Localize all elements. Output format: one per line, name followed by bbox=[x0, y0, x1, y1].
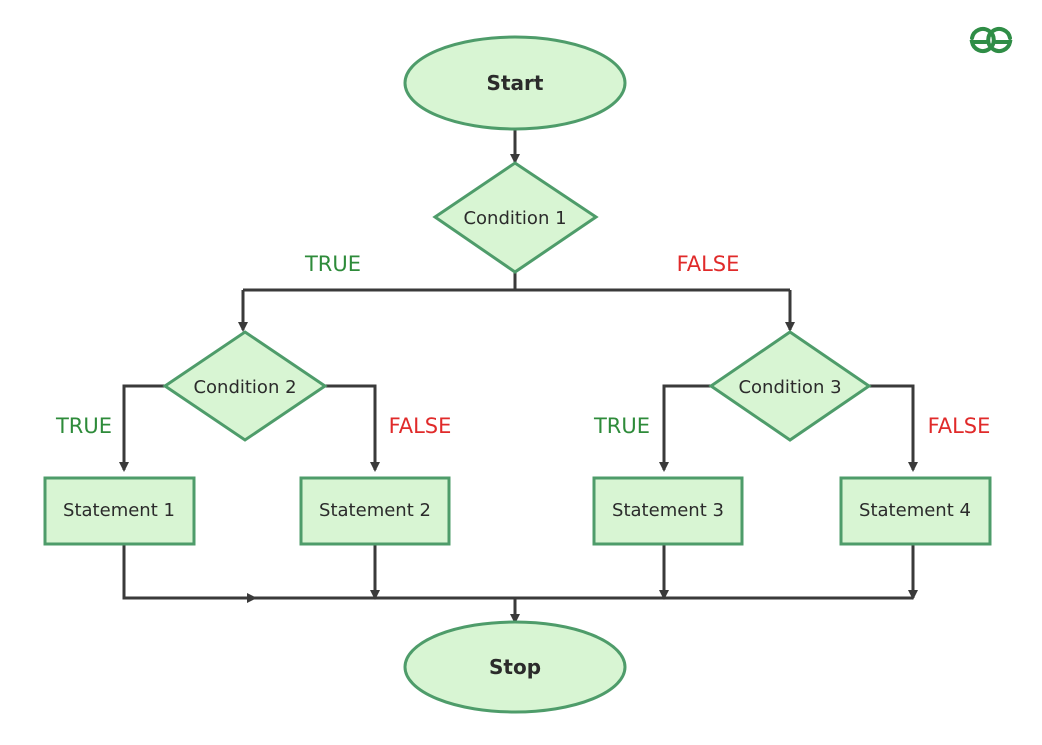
condition2-true-label: TRUE bbox=[55, 414, 112, 438]
condition3-label: Condition 3 bbox=[738, 377, 841, 398]
connector-condition2-to-statement2 bbox=[322, 384, 380, 472]
start-node: Start bbox=[403, 35, 627, 131]
statement4-label: Statement 4 bbox=[859, 500, 971, 521]
connector-condition2-to-statement1 bbox=[119, 384, 167, 472]
stop-node: Stop bbox=[403, 620, 627, 714]
statement1-label: Statement 1 bbox=[63, 500, 175, 521]
statement3-label: Statement 3 bbox=[612, 500, 724, 521]
statement1-node: Statement 1 bbox=[43, 476, 196, 546]
connector-condition3-to-statement4 bbox=[867, 384, 918, 472]
geeksforgeeks-logo: GG bbox=[969, 27, 1013, 53]
condition2-node: Condition 2 bbox=[162, 330, 328, 442]
condition2-label: Condition 2 bbox=[193, 377, 296, 398]
condition3-node: Condition 3 bbox=[708, 330, 872, 442]
logo-text: GG bbox=[991, 39, 993, 41]
connectors bbox=[119, 129, 918, 624]
statement4-node: Statement 4 bbox=[839, 476, 992, 546]
condition1-node: Condition 1 bbox=[432, 161, 599, 274]
connector-statement1-to-merge bbox=[122, 545, 257, 603]
start-label: Start bbox=[487, 71, 544, 95]
condition1-label: Condition 1 bbox=[463, 208, 566, 229]
connector-condition3-to-statement3 bbox=[659, 384, 712, 472]
condition1-false-label: FALSE bbox=[677, 252, 740, 276]
condition2-false-label: FALSE bbox=[389, 414, 452, 438]
statement3-node: Statement 3 bbox=[592, 476, 744, 546]
condition3-false-label: FALSE bbox=[928, 414, 991, 438]
condition3-true-label: TRUE bbox=[593, 414, 650, 438]
statement2-label: Statement 2 bbox=[319, 500, 431, 521]
condition1-true-label: TRUE bbox=[304, 252, 361, 276]
statement2-node: Statement 2 bbox=[299, 476, 451, 546]
stop-label: Stop bbox=[489, 655, 541, 679]
